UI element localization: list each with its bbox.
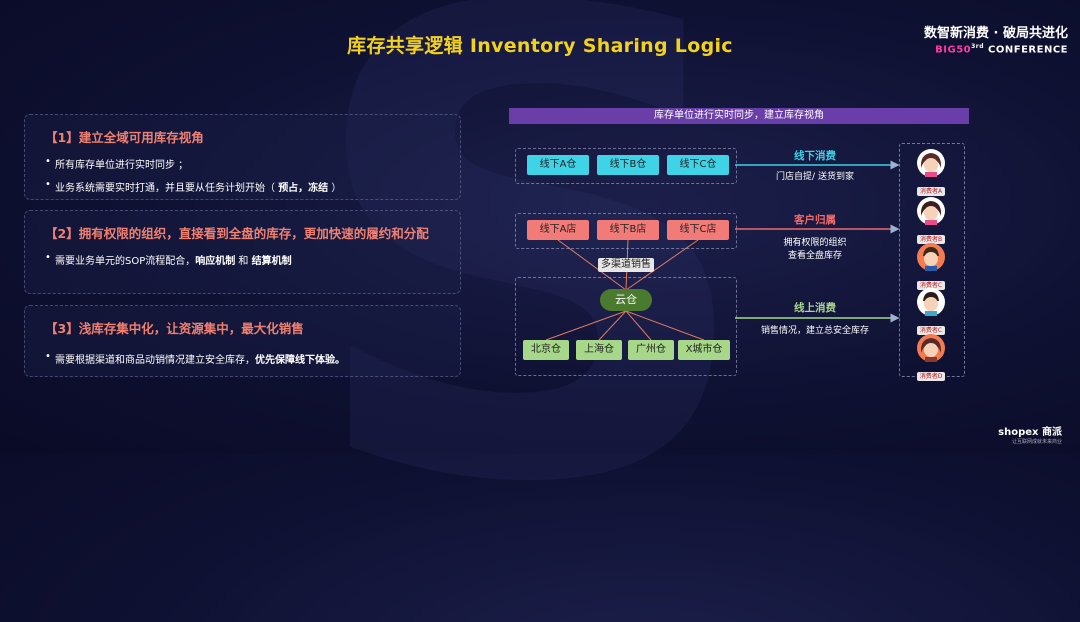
female-avatar-icon (917, 149, 945, 177)
connector (545, 310, 627, 341)
brand-slogan: 数智新消费 · 破局共进化 (924, 26, 1068, 41)
customer-label: 消费者B (916, 235, 946, 244)
offline-store-group (515, 213, 737, 249)
node-cloud-warehouse: 云仓 (600, 289, 652, 311)
female-avatar-icon (917, 334, 945, 362)
connector (625, 310, 705, 341)
node-store-a: 线下A店 (527, 220, 589, 240)
panel-bullet: 业务系统需要实时打通，并且要从任务计划开始（ 预占，冻结 ） (45, 179, 460, 194)
channel-ownership-desc: 拥有权限的组织 查看全盘库存 (783, 238, 847, 261)
brand-conference: BIG503rd CONFERENCE (924, 43, 1068, 55)
node-warehouse-b: 线下B仓 (597, 155, 659, 175)
panel-heading: 【2】拥有权限的组织，直接看到全盘的库存，更加快速的履约和分配 (45, 226, 429, 241)
panel-bullet: 需要根据渠道和商品动销情况建立安全库存，优先保障线下体验。 (45, 351, 460, 366)
node-store-b: 线下B店 (597, 220, 659, 240)
node-shanghai-warehouse: 上海仓 (576, 340, 622, 360)
channel-online-label: 线上消费 (794, 302, 836, 314)
customer-label: 消费者C (916, 326, 946, 335)
node-warehouse-c: 线下C仓 (667, 155, 729, 175)
connector (625, 310, 652, 341)
customer-label: 消费者A (916, 187, 946, 196)
diagram-connectors (545, 160, 900, 341)
panel-bullet: 所有库存单位进行实时同步 ； (45, 156, 460, 171)
connector (598, 310, 627, 341)
logo-tagline: 让互联网成就未来商业 (1011, 439, 1062, 445)
cloud-warehouse-group (515, 277, 737, 376)
offline-warehouse-group (515, 148, 737, 184)
brand-conference-text: CONFERENCE (988, 44, 1068, 56)
brand-big50: BIG50 (935, 44, 972, 56)
customer-label: 消费者D (916, 372, 946, 381)
female-avatar-icon (917, 197, 945, 225)
customer-label: 消费者C (916, 281, 946, 290)
node-store-c: 线下C店 (667, 220, 729, 240)
channel-offline-desc: 门店自提/ 送货到家 (776, 172, 854, 182)
male-avatar-icon (917, 288, 945, 316)
panel-bullet: 需要业务单元的SOP流程配合，响应机制 和 结算机制 (45, 252, 460, 267)
channel-online-desc: 销售情况，建立总安全库存 (760, 326, 869, 336)
channel-ownership-label: 客户归属 (794, 214, 836, 226)
multichannel-tag: 多渠道销售 (598, 258, 654, 272)
panel-3: 【3】浅库存集中化，让资源集中，最大化销售 需要根据渠道和商品动销情况建立安全库… (24, 305, 461, 377)
node-beijing-warehouse: 北京仓 (523, 340, 569, 360)
logo-text: shopex 商派 (998, 427, 1062, 438)
brand-sup: 3rd (971, 43, 985, 50)
conference-brand: 数智新消费 · 破局共进化 BIG503rd CONFERENCE (924, 22, 1068, 55)
customer-b: 消费者B (911, 196, 951, 245)
node-guangzhou-warehouse: 广州仓 (628, 340, 674, 360)
customer-c2: 消费者C (911, 287, 951, 336)
sync-banner: 库存单位进行实时同步，建立库存视角 (509, 108, 969, 124)
customer-a: 消费者A (911, 148, 951, 197)
male-avatar-icon (917, 243, 945, 271)
page-title: 库存共享逻辑 Inventory Sharing Logic (347, 35, 733, 57)
panel-1: 【1】建立全域可用库存视角 所有库存单位进行实时同步 ； 业务系统需要实时打通，… (24, 114, 461, 200)
panel-2: 【2】拥有权限的组织，直接看到全盘的库存，更加快速的履约和分配 需要业务单元的S… (24, 210, 461, 294)
panel-heading: 【1】建立全域可用库存视角 (45, 130, 204, 145)
channel-offline-label: 线下消费 (794, 150, 836, 162)
shopex-logo: shopex 商派 让互联网成就未来商业 (998, 423, 1062, 445)
customer-c1: 消费者C (911, 242, 951, 291)
node-warehouse-a: 线下A仓 (527, 155, 589, 175)
node-xcity-warehouse: X城市仓 (678, 340, 730, 360)
customer-d: 消费者D (911, 333, 951, 382)
panel-heading: 【3】浅库存集中化，让资源集中，最大化销售 (45, 321, 304, 336)
